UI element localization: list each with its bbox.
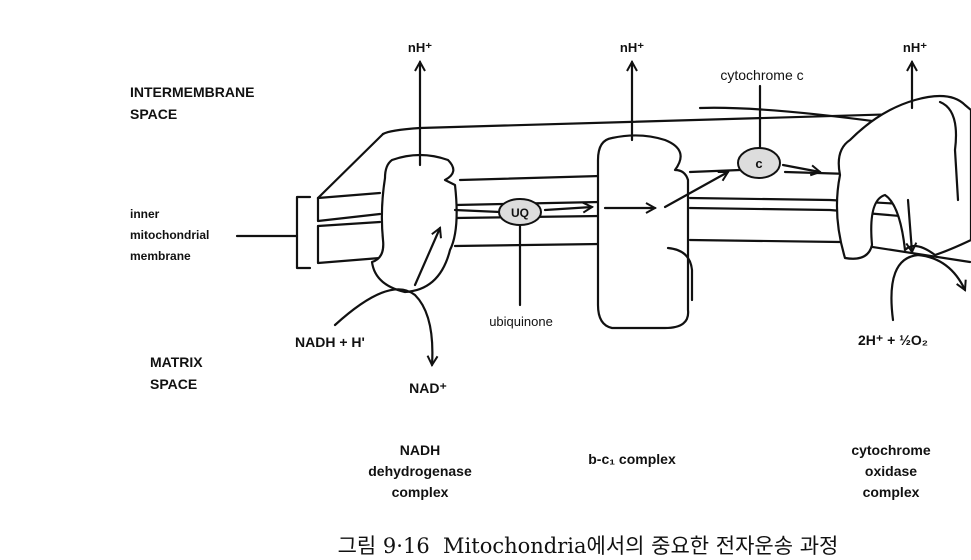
ubiquinone-label: ubiquinone xyxy=(489,314,553,329)
intermembrane-label: SPACE xyxy=(130,106,177,122)
complex-label-oxidase: oxidase xyxy=(865,463,917,479)
matrix-label: SPACE xyxy=(150,376,197,392)
membrane-label: inner xyxy=(130,207,160,221)
membrane-label: mitochondrial xyxy=(130,228,209,242)
nadh-dehydrogenase-complex xyxy=(370,153,458,294)
proton-label: nH⁺ xyxy=(408,40,432,55)
complex-label-oxidase: cytochrome xyxy=(851,442,931,458)
bc1-complex xyxy=(596,134,690,330)
nadh-label: NADH + H' xyxy=(295,334,365,350)
cytochrome-c-label: cytochrome c xyxy=(720,67,803,83)
complex-label-oxidase: complex xyxy=(863,484,920,500)
cytochrome-oxidase-complex xyxy=(835,94,971,260)
proton-label: nH⁺ xyxy=(903,40,927,55)
cytochrome-c-symbol: c xyxy=(755,156,762,171)
complex-label-nadh: dehydrogenase xyxy=(368,463,472,479)
oxygen-label: 2H⁺ + ½O₂ xyxy=(858,332,928,348)
membrane-label: membrane xyxy=(130,249,191,263)
cytochrome-c-molecule xyxy=(737,147,781,179)
matrix-label: MATRIX xyxy=(150,354,203,370)
proton-label: nH⁺ xyxy=(620,40,644,55)
ubiquinone-symbol: UQ xyxy=(511,206,529,220)
complex-label-nadh: complex xyxy=(392,484,449,500)
figure-caption: 그림 9·16 Mitochondria에서의 중요한 전자운송 과정 xyxy=(338,534,839,558)
complex-label-bc1: b-c₁ complex xyxy=(588,451,676,467)
membrane-bracket xyxy=(295,195,312,270)
complex-label-nadh: NADH xyxy=(400,442,440,458)
intermembrane-label: INTERMEMBRANE xyxy=(130,84,254,100)
nadh-reaction-arrow xyxy=(333,288,432,365)
nad-label: NAD⁺ xyxy=(409,380,447,396)
